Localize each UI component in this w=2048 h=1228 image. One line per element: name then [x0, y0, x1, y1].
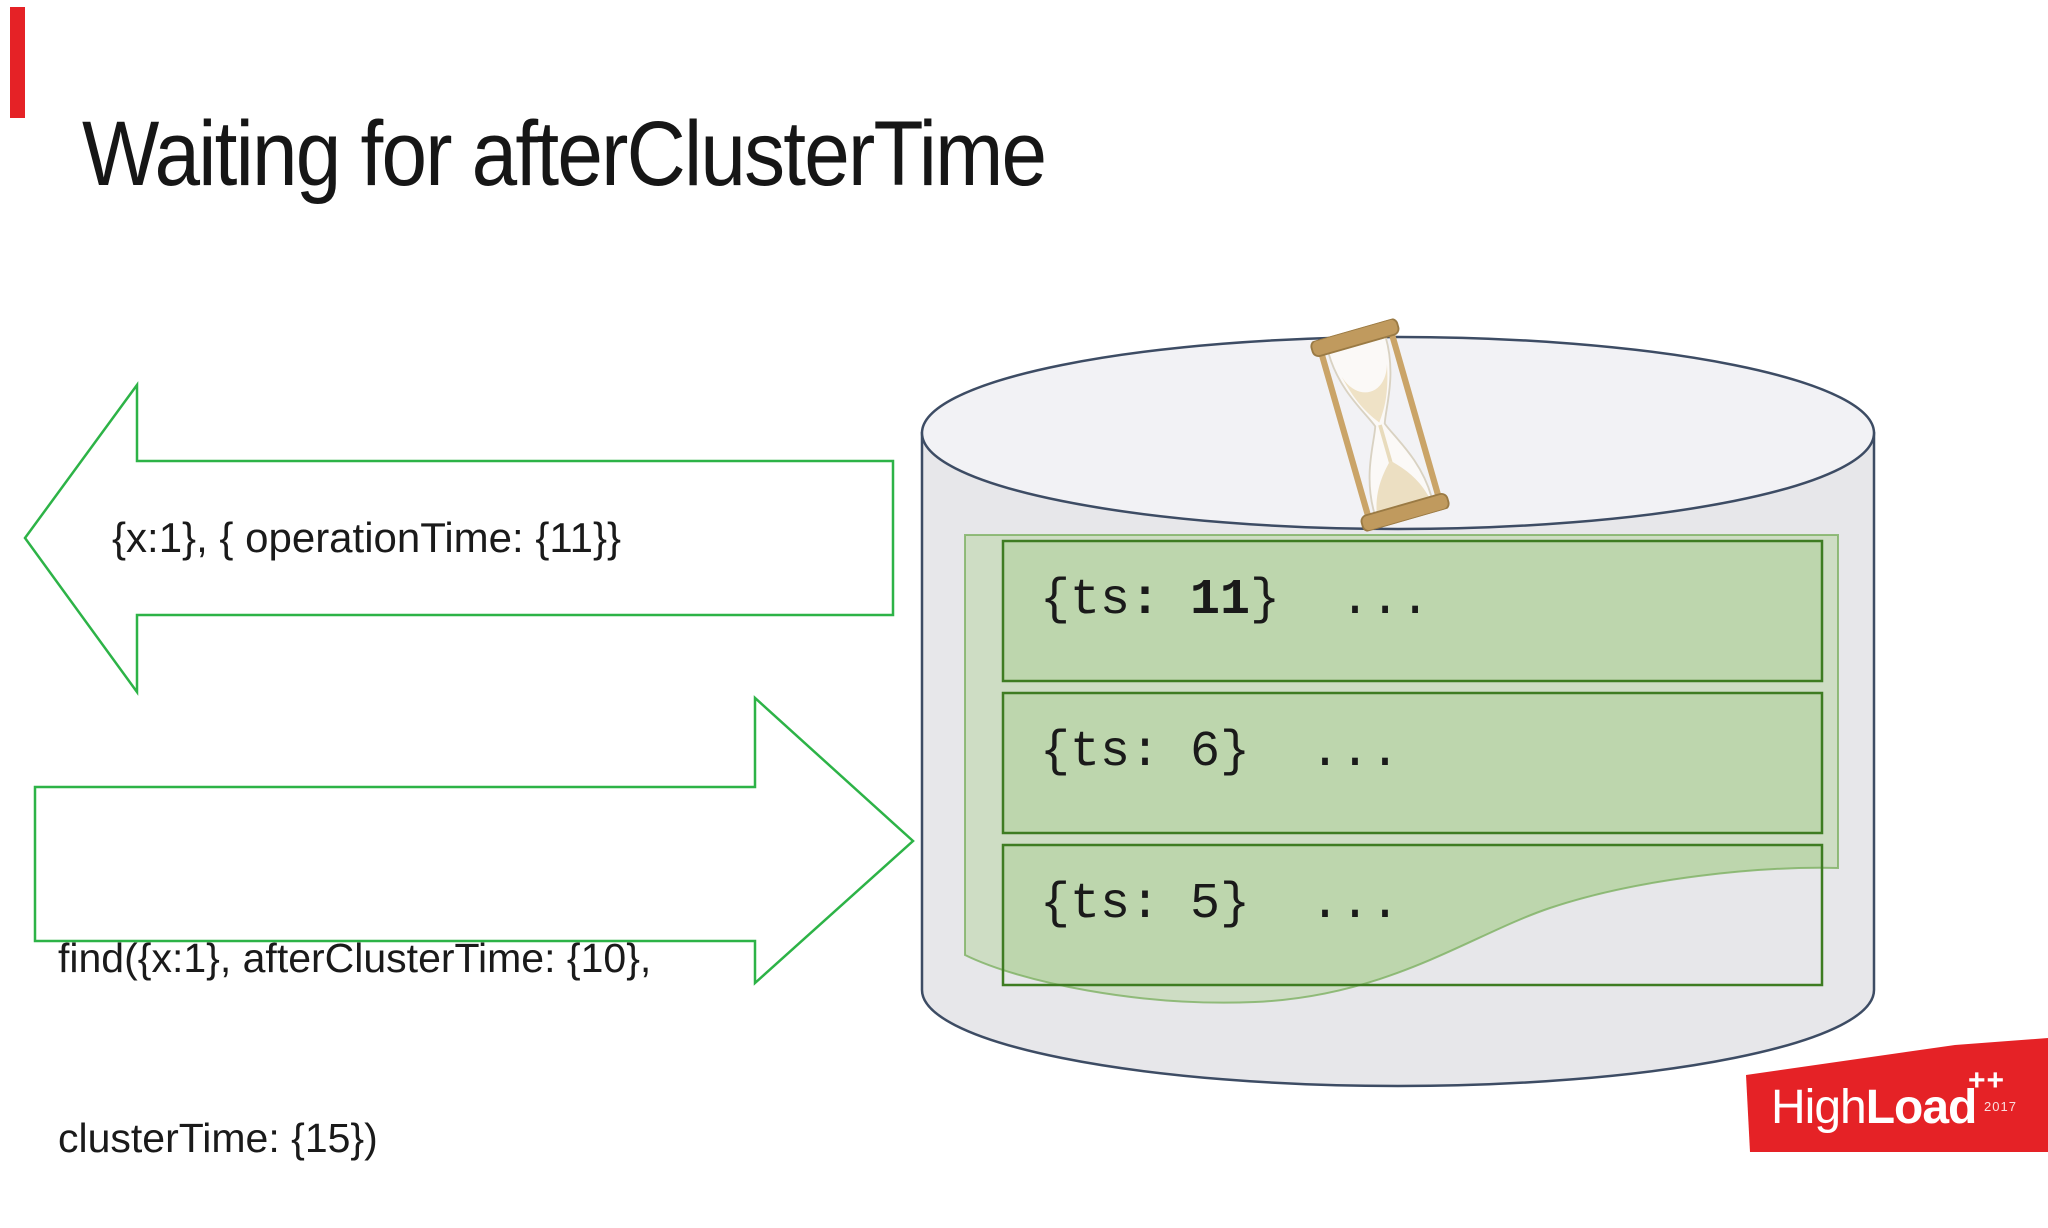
- record-text-3: {ts: 5} ...: [1040, 880, 1400, 930]
- logo-year: 2017: [1984, 1099, 2017, 1114]
- page-title: Waiting for afterClusterTime: [82, 103, 1047, 205]
- hourglass-icon: [1293, 313, 1467, 538]
- hourglass-sand-top: [1341, 363, 1388, 423]
- request-arrow-label: find({x:1}, afterClusterTime: {10}, clus…: [58, 808, 651, 1228]
- record-1-post: } ...: [1250, 572, 1431, 629]
- logo-plusplus: ++: [1968, 1064, 2006, 1097]
- database-cylinder-body: [920, 431, 1876, 1088]
- request-arrow-label-line1: find({x:1}, afterClusterTime: {10},: [58, 935, 652, 981]
- record-1-value: : 11: [1130, 572, 1251, 629]
- record-row-fill-1: [1003, 541, 1822, 681]
- diagram-canvas: [23, 335, 2048, 1152]
- slide-accent-bar: [10, 7, 25, 118]
- request-arrow-label-line2: clusterTime: {15}): [58, 1115, 378, 1161]
- record-row-border-3: [1001, 843, 1824, 987]
- request-arrow-shape: [33, 695, 915, 986]
- logo-brand-light: High: [1771, 1081, 1867, 1134]
- panel-wave-outline: [964, 534, 1839, 1004]
- cylinder-top-ellipse: [920, 335, 1876, 531]
- hourglass-sand-bottom: [1376, 460, 1430, 513]
- record-row-border-2: [1001, 691, 1824, 835]
- hourglass-left-rod: [1319, 354, 1371, 516]
- record-text-2: {ts: 6} ...: [1040, 728, 1400, 778]
- record-row-border-1: [1001, 539, 1824, 683]
- record-3-pre: {ts: 5} ...: [1040, 876, 1401, 933]
- record-1-pre: {ts: [1040, 572, 1131, 629]
- hourglass-top-cap: [1310, 318, 1400, 358]
- record-text-1: {ts: 11} ...: [1040, 576, 1430, 626]
- logo-brand-bold: Load: [1865, 1081, 1978, 1134]
- highload-logo-text: HighLoad: [1771, 1081, 1978, 1134]
- logo-banner-shape: [1746, 1038, 2048, 1152]
- hourglass-sand-stream: [1378, 424, 1393, 464]
- hourglass-bottom-cap: [1360, 492, 1450, 532]
- record-row-fill-2: [1003, 693, 1822, 833]
- response-arrow-shape: [23, 381, 895, 696]
- hourglass-right-rod: [1389, 334, 1441, 496]
- response-arrow-label: {x:1}, { operationTime: {11}}: [112, 514, 622, 561]
- record-2-pre: {ts: 6} ...: [1040, 724, 1401, 781]
